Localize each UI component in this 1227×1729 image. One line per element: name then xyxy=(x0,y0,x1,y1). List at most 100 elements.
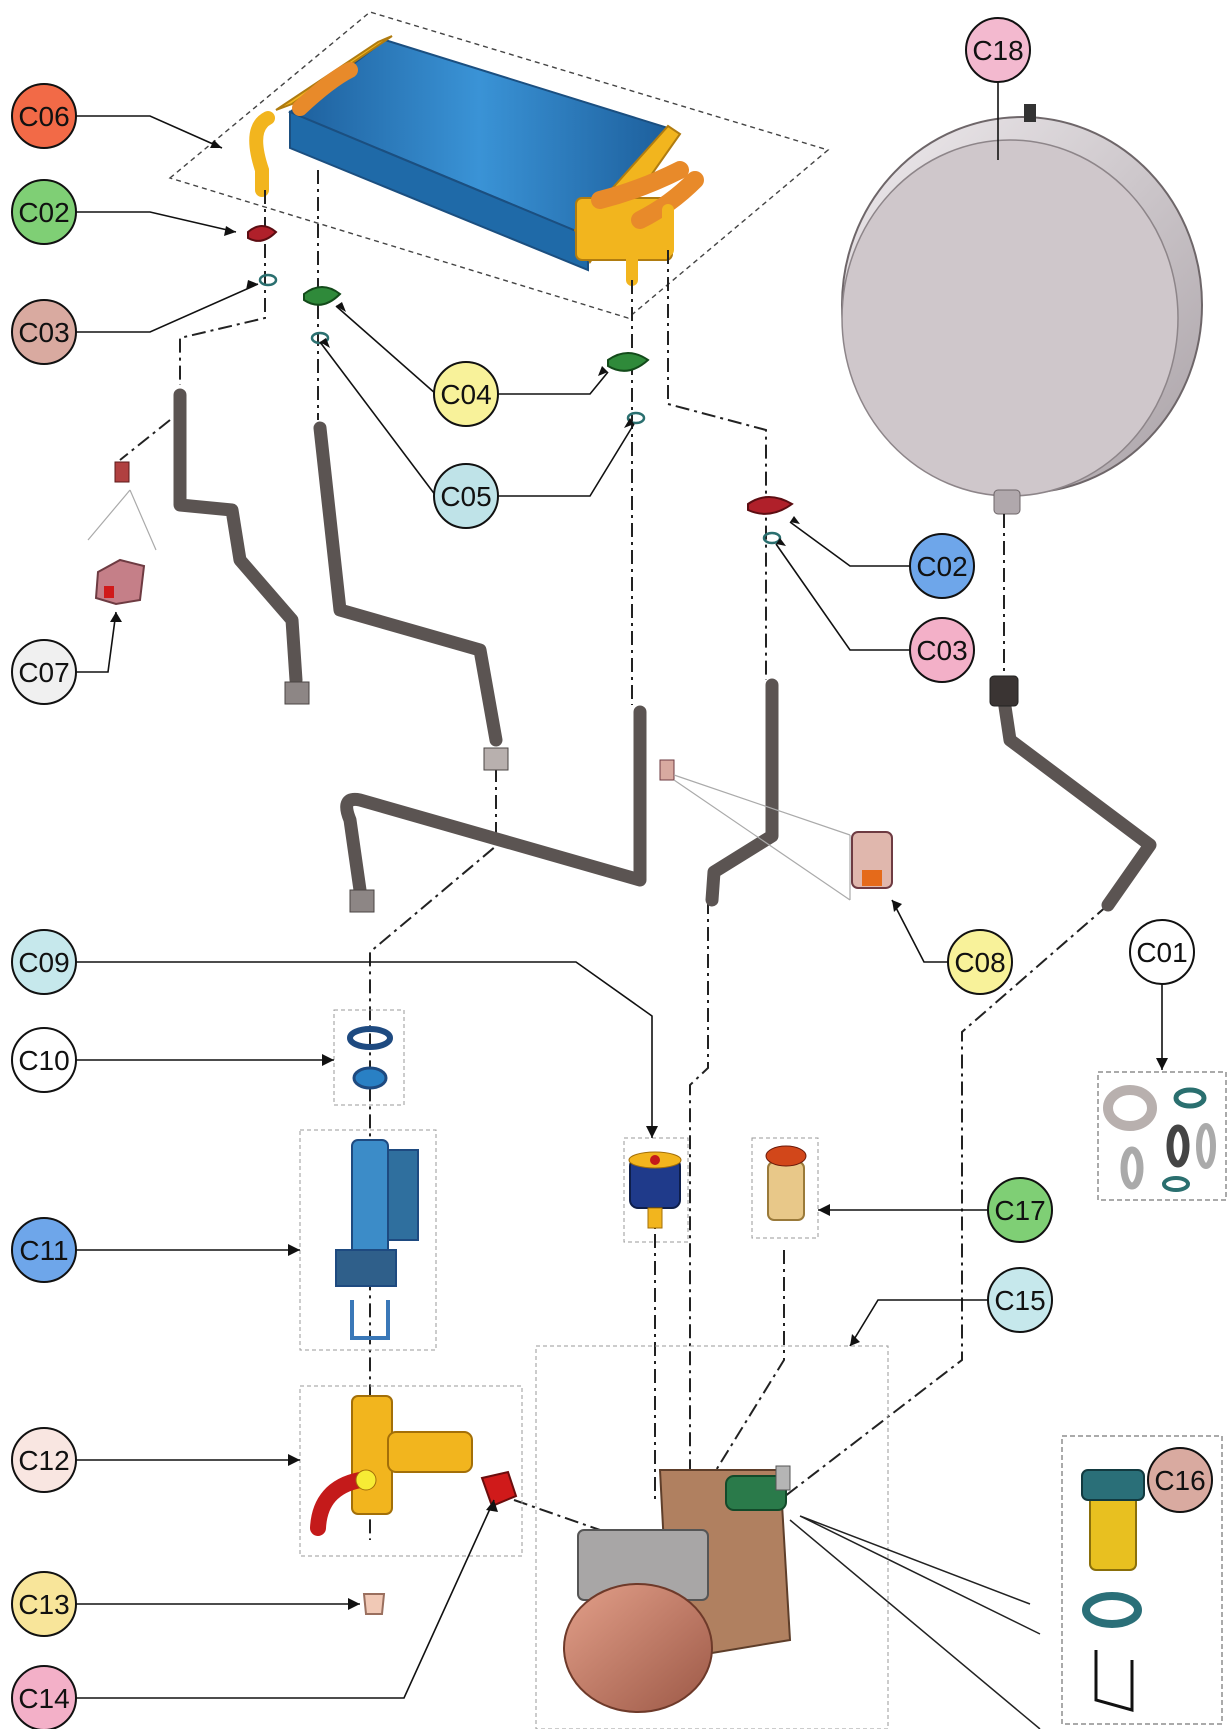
callout-bubble xyxy=(1129,919,1195,985)
relief-valve-cap xyxy=(765,1145,807,1167)
pressure-sensor-small xyxy=(659,759,675,781)
seal-kit-ring-5 xyxy=(1196,1123,1216,1169)
callout-code: C14 xyxy=(18,1683,69,1714)
callout-c15: C15 xyxy=(987,1267,1053,1333)
callout-labels: C06C02C03C04C05C07C18C02C03C08C09C10C01C… xyxy=(11,17,1213,1729)
valve-branch xyxy=(387,1431,473,1473)
small-parts xyxy=(362,1470,518,1615)
pump-motor xyxy=(563,1583,713,1713)
pressure-sensor-plug xyxy=(862,870,882,886)
callout-c10: C10 xyxy=(11,1027,77,1093)
fitting-1 xyxy=(284,681,310,705)
callout-code: C16 xyxy=(1154,1465,1205,1496)
pressure-switch xyxy=(623,1137,689,1243)
flow-sensor xyxy=(299,1129,437,1351)
callout-c09: C09 xyxy=(11,929,77,995)
callout-code: C03 xyxy=(916,635,967,666)
callout-bubble xyxy=(987,1267,1053,1333)
assembly-line-11 xyxy=(779,904,1109,1501)
callout-bubble xyxy=(11,179,77,245)
callout-bubble xyxy=(433,361,499,427)
callout-c08: C08 xyxy=(947,929,1013,995)
flow-sensor-box xyxy=(299,1129,437,1351)
heat-exchanger xyxy=(168,11,830,319)
tubes xyxy=(173,388,1157,912)
callout-bubble xyxy=(909,617,975,683)
callout-c03: C03 xyxy=(11,299,77,365)
callout-c18: C18 xyxy=(965,17,1031,83)
callout-c05: C05 xyxy=(433,463,499,529)
callout-bubble xyxy=(11,83,77,149)
callout-c02: C02 xyxy=(11,179,77,245)
fitting-4 xyxy=(989,675,1019,707)
callout-code: C15 xyxy=(994,1285,1045,1316)
callout-code: C09 xyxy=(18,947,69,978)
drain-valve xyxy=(299,1385,523,1557)
expansion-vessel xyxy=(841,104,1203,515)
valve-screw xyxy=(355,1469,377,1491)
assembly-line-6 xyxy=(119,419,171,461)
clip-green-right xyxy=(607,352,650,372)
leader-lines xyxy=(76,52,1163,1699)
seals xyxy=(333,1009,405,1106)
exchanger-copper-bend-2 xyxy=(631,171,704,229)
callout-code: C02 xyxy=(18,197,69,228)
sensor-small xyxy=(114,461,130,483)
callout-c01: C01 xyxy=(1129,919,1195,985)
callout-c07: C07 xyxy=(11,639,77,705)
relief-valve-box xyxy=(751,1137,819,1239)
callout-bubble xyxy=(987,1177,1053,1243)
air-vent-detail xyxy=(1061,1435,1223,1725)
callout-bubble xyxy=(909,533,975,599)
callout-code: C17 xyxy=(994,1195,1045,1226)
air-vent-clip xyxy=(1094,1650,1134,1712)
seal-ring-2 xyxy=(352,1066,388,1090)
callout-c04: C04 xyxy=(433,361,499,427)
relief-valve xyxy=(751,1137,819,1239)
assembly-line-12 xyxy=(513,1499,601,1531)
seal-kit-ring-4 xyxy=(1166,1124,1190,1168)
pump-screw xyxy=(775,1465,791,1491)
air-vent-box xyxy=(1061,1435,1223,1725)
callout-c14: C14 xyxy=(11,1665,77,1729)
callout-c02: C02 xyxy=(909,533,975,599)
exchanger-copper-bend-1 xyxy=(591,161,689,209)
callout-code: C04 xyxy=(440,379,491,410)
seal-kit-ring-3 xyxy=(1120,1146,1144,1190)
exchanger-fins-front xyxy=(289,110,589,272)
seal-kit-box xyxy=(1097,1071,1227,1201)
red-cap xyxy=(480,1470,518,1508)
vessel-valve xyxy=(1024,104,1036,122)
callout-bubble xyxy=(433,463,499,529)
vessel-face xyxy=(841,139,1179,497)
seals-box xyxy=(333,1009,405,1106)
callout-c16: C16 xyxy=(1147,1447,1213,1513)
callout-bubble xyxy=(11,1571,77,1637)
sensor-connector xyxy=(104,586,114,598)
leader-arrowheads xyxy=(110,140,1168,1610)
callout-bubble xyxy=(11,1027,77,1093)
callout-c03: C03 xyxy=(909,617,975,683)
pump-group-box xyxy=(535,1345,889,1729)
pressure-switch-thread xyxy=(647,1207,663,1229)
tube-3 xyxy=(340,705,647,897)
callout-c11: C11 xyxy=(11,1217,77,1283)
pressure-switch-box xyxy=(623,1137,689,1243)
relief-valve-body xyxy=(767,1161,805,1221)
flow-sensor-head xyxy=(387,1149,419,1241)
callout-bubble xyxy=(11,639,77,705)
tube-1 xyxy=(173,388,303,687)
callout-c17: C17 xyxy=(987,1177,1053,1243)
callout-bubble xyxy=(11,1665,77,1729)
fitting-2 xyxy=(483,747,509,771)
seal-ring-1 xyxy=(347,1026,393,1050)
pressure-switch-dot xyxy=(650,1155,660,1165)
callout-code: C08 xyxy=(954,947,1005,978)
seal-kit xyxy=(1097,1071,1227,1201)
flow-sensor-nut xyxy=(335,1249,397,1287)
seal-kit-ring-6 xyxy=(1162,1176,1190,1192)
valve-body xyxy=(351,1395,393,1515)
callout-c13: C13 xyxy=(11,1571,77,1637)
seal-kit-ring-2 xyxy=(1173,1087,1207,1109)
